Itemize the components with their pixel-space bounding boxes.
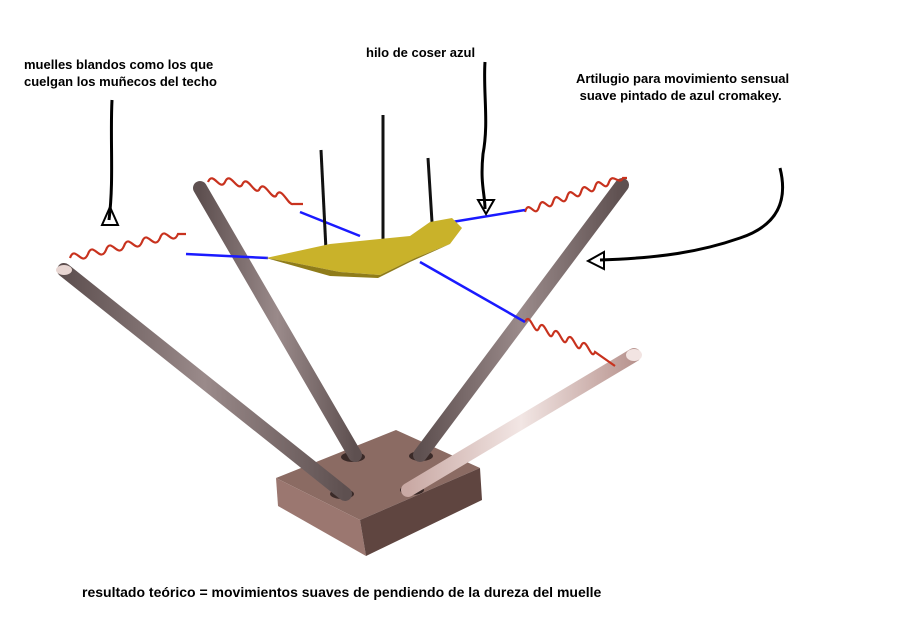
threads: [185, 208, 526, 324]
springs-label: muelles blandos como los que cuelgan los…: [24, 57, 217, 89]
device-label: Artilugio para movimiento sensual suave …: [576, 71, 790, 103]
hanging-threads: [319, 115, 434, 251]
result-caption: resultado teórico = movimientos suaves d…: [82, 584, 602, 600]
base-block: [276, 430, 482, 556]
thread-label: hilo de coser azul: [366, 45, 476, 60]
annotation-arrows: [100, 61, 785, 271]
springs: [68, 176, 627, 367]
device-piece: [266, 218, 462, 278]
